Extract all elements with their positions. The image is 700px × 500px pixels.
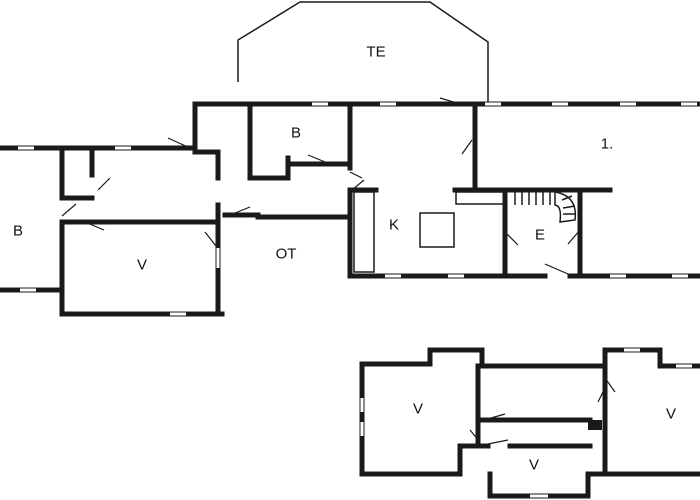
room-label-kitchen: K xyxy=(388,216,400,234)
room-label-bedroom-lower-middle: V xyxy=(528,456,540,474)
room-label-living: 1. xyxy=(600,135,614,153)
room-label-bath-left: B xyxy=(12,222,24,240)
room-label-entrance: E xyxy=(534,226,546,244)
room-label-terrace: TE xyxy=(366,43,386,61)
kitchen-island xyxy=(419,212,455,248)
lower-walls xyxy=(359,347,700,499)
room-label-bath-upper: B xyxy=(290,124,302,142)
room-label-bedroom-lower-left: V xyxy=(412,400,424,418)
lower-doors xyxy=(469,377,616,445)
lower-windows xyxy=(360,348,692,498)
room-label-corridor: OT xyxy=(275,245,297,263)
room-label-bedroom-lower-right: V xyxy=(665,405,677,423)
staircase xyxy=(514,191,577,223)
windows xyxy=(18,102,697,316)
kitchen-counter xyxy=(353,191,375,273)
room-label-bedroom-left: V xyxy=(136,256,148,274)
terrace-outline xyxy=(237,1,489,104)
doors xyxy=(61,97,581,275)
main-walls xyxy=(0,101,700,317)
counter-top xyxy=(455,191,505,205)
